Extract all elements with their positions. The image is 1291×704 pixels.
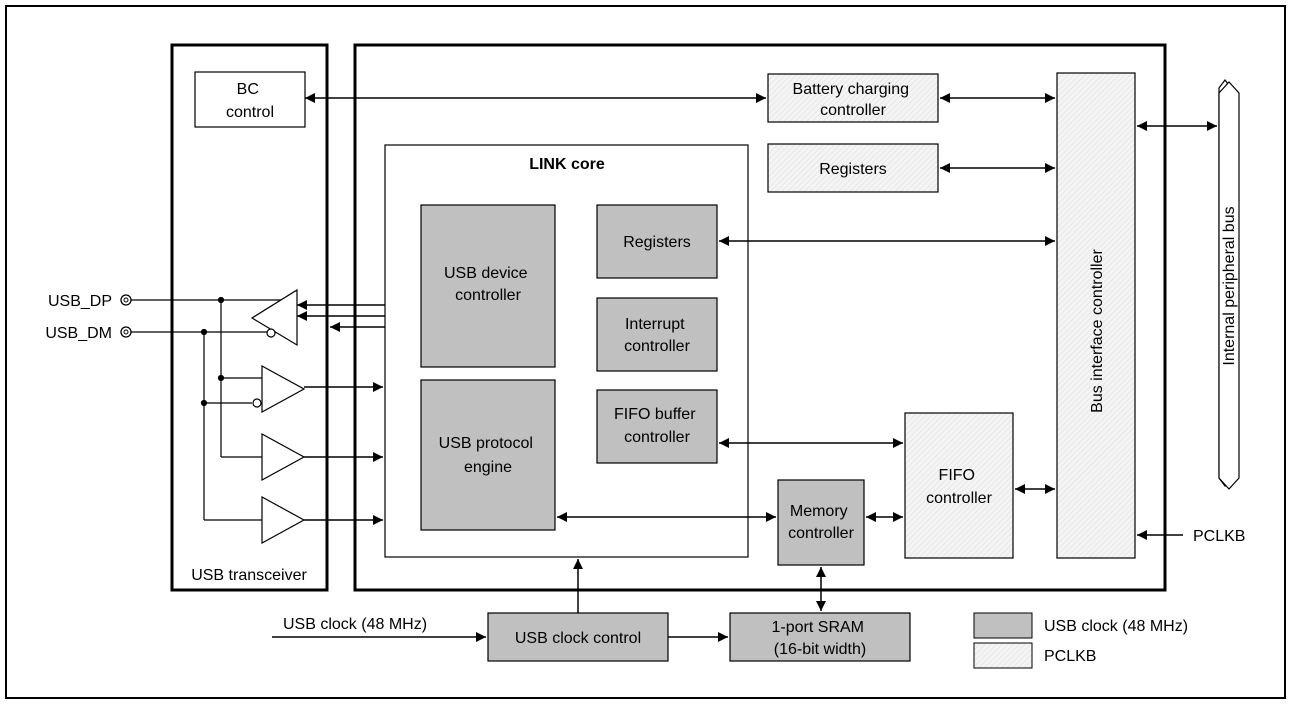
memory-controller-label: Memory controller [788, 503, 854, 542]
bc-control-label: BC control [226, 81, 274, 121]
usb-protocol-engine-label: USB protocol engine [439, 435, 538, 476]
link-core-label: LINK core [529, 156, 605, 173]
registers-inner-label: Registers [623, 234, 691, 251]
usb-device-controller-box [420, 204, 556, 368]
connection-arrows [272, 93, 1217, 642]
legend-usb-clock-label: USB clock (48 MHz) [1044, 618, 1188, 635]
internal-peripheral-bus-label: Internal peripheral bus [1221, 206, 1238, 365]
transceiver-circuit [130, 288, 306, 545]
interrupt-controller-label: Interrupt controller [624, 316, 690, 355]
pin-usb-dm-icon [120, 326, 132, 338]
usb-clock-control-label: USB clock control [515, 630, 641, 647]
bus-interface-controller-box [1056, 72, 1136, 559]
pclkb-label: PCLKB [1193, 528, 1245, 545]
usb-clock-control-box [487, 612, 669, 662]
registers-outer-box [767, 143, 939, 193]
usb-clock-input-label: USB clock (48 MHz) [283, 616, 427, 633]
legend-pclkb-label: PCLKB [1044, 648, 1096, 665]
figure-frame [5, 5, 1286, 699]
fifo-controller-box [904, 412, 1014, 559]
registers-inner-box [596, 204, 718, 279]
internal-peripheral-bus-shape [1218, 81, 1240, 490]
fifo-controller-label: FIFO controller [926, 467, 992, 507]
pin-usb-dp-icon [120, 294, 132, 306]
battery-charging-controller-label: Battery charging controller [793, 81, 914, 119]
usb-dm-label: USB_DM [45, 325, 112, 342]
registers-outer-label: Registers [819, 161, 887, 178]
usb-dp-label: USB_DP [48, 293, 112, 310]
fifo-buffer-controller-label: FIFO buffer controller [614, 406, 700, 446]
memory-controller-box [777, 479, 865, 566]
legend-pclkb-swatch [973, 642, 1033, 669]
interrupt-controller-box [596, 297, 718, 372]
sram-box [729, 612, 911, 662]
sram-label: 1-port SRAM (16-bit width) [772, 619, 869, 658]
legend-usb-clock-swatch [973, 612, 1033, 639]
bus-interface-controller-label: Bus interface controller [1089, 249, 1106, 413]
fifo-buffer-controller-box [596, 389, 718, 464]
usb-device-controller-label: USB device controller [444, 265, 532, 304]
usb-transceiver-label: USB transceiver [191, 567, 307, 584]
battery-charging-controller-box [767, 73, 939, 123]
usb-protocol-engine-box [420, 379, 556, 531]
